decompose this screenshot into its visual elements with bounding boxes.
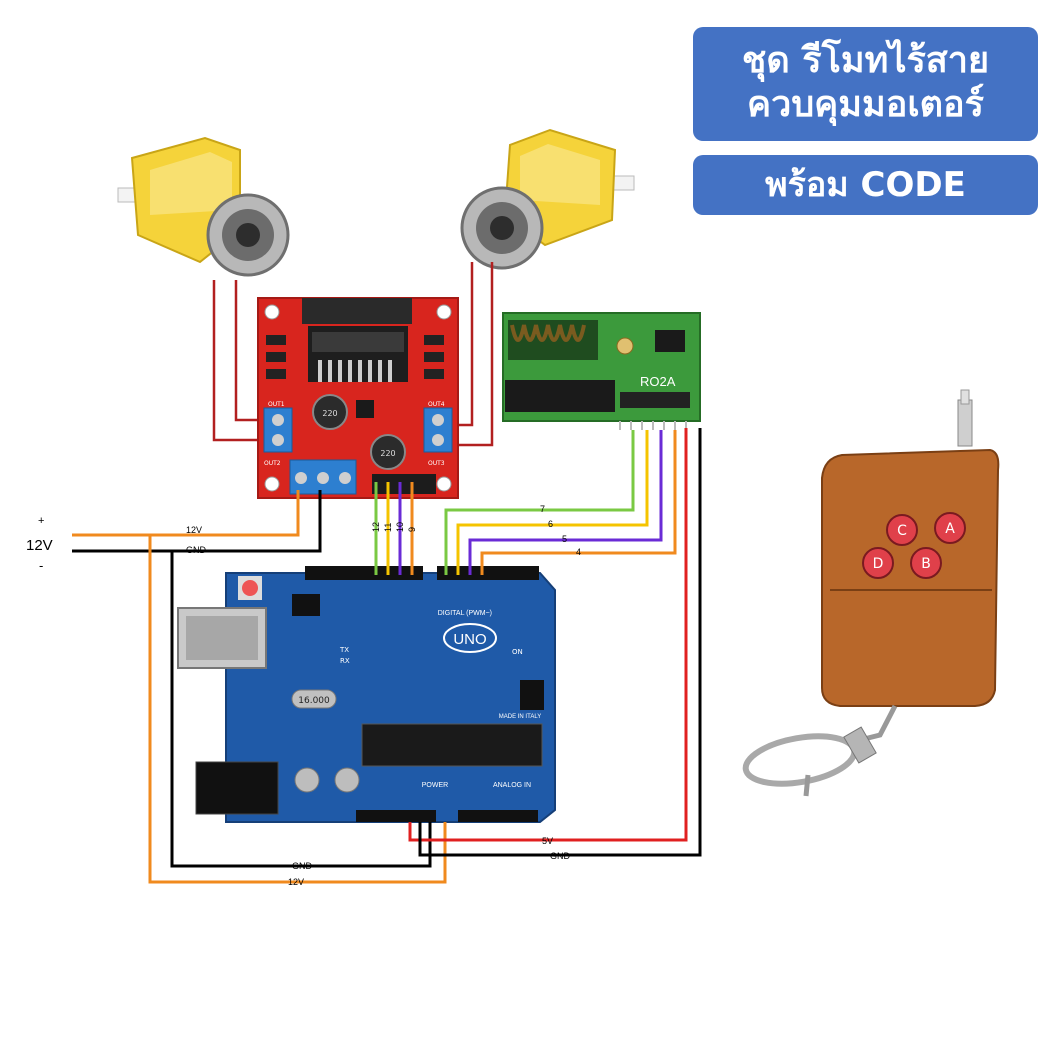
- remote-button-c-label: C: [897, 523, 907, 539]
- rf-receiver-module: RO2A: [502, 312, 701, 430]
- rf-remote-control: A C D B: [742, 389, 1000, 797]
- on-label: ON: [512, 648, 523, 656]
- remote-button-b[interactable]: [910, 547, 942, 579]
- label-pin-9: 9: [407, 527, 417, 532]
- tx-label: TX: [339, 646, 349, 654]
- out2-label: OUT2: [264, 460, 281, 467]
- capacitor-1-label: 220: [322, 409, 337, 418]
- code-banner-text: พร้อม CODE: [765, 165, 966, 205]
- arduino-uno-label: UNO: [453, 631, 486, 648]
- capacitor-2-label: 220: [380, 449, 395, 458]
- right-motor: [460, 128, 635, 270]
- rx-label: RX: [340, 657, 350, 665]
- label-pin-5: 5: [562, 534, 567, 544]
- receiver-signal-wires: [444, 430, 677, 575]
- label-12v-bottom: 12V: [288, 877, 304, 887]
- label-gnd-bottom: GND: [292, 861, 313, 871]
- remote-button-a-label: A: [945, 521, 955, 537]
- title-line-2: ควบคุมมอเตอร์: [747, 84, 984, 125]
- title-banner: ชุด รีโมทไร้สาย ควบคุมมอเตอร์: [693, 27, 1038, 141]
- supply-minus: -: [39, 558, 43, 573]
- power-label: POWER: [422, 782, 448, 789]
- label-5v: 5V: [542, 836, 553, 846]
- l298n-signal-wires: [374, 482, 414, 575]
- receiver-label: RO2A: [640, 374, 676, 389]
- code-banner: พร้อม CODE: [693, 155, 1038, 215]
- made-in-label: MADE IN ITALY: [499, 714, 541, 720]
- arduino-uno-board: 16.000 UNO DIGITAL (PWM~) ANALOG IN POWE…: [177, 566, 556, 823]
- left-motor: [117, 136, 290, 277]
- remote-button-a[interactable]: [934, 512, 966, 544]
- remote-button-d[interactable]: [862, 547, 894, 579]
- supply-voltage: 12V: [26, 537, 53, 554]
- power-wires: [72, 428, 702, 884]
- crystal-label: 16.000: [298, 696, 330, 706]
- title-line-1: ชุด รีโมทไร้สาย: [741, 40, 990, 81]
- supply-label: + 12V -: [26, 515, 53, 573]
- out4-label: OUT4: [428, 401, 445, 408]
- analog-label: ANALOG IN: [493, 782, 531, 789]
- label-pin-12: 12: [371, 522, 381, 532]
- wire-labels: 12V GND 7 6 5 4 12 11 10 9 5V GND GND 12…: [186, 504, 581, 887]
- label-pin-6: 6: [548, 519, 553, 529]
- out1-label: OUT1: [268, 401, 285, 408]
- remote-button-b-label: B: [921, 556, 931, 572]
- label-pin-10: 10: [395, 522, 405, 532]
- label-gnd-top: GND: [186, 545, 207, 555]
- label-pin-7: 7: [540, 504, 545, 514]
- out3-label: OUT3: [428, 460, 445, 467]
- remote-button-c[interactable]: [886, 514, 918, 546]
- label-pin-4: 4: [576, 547, 581, 557]
- digital-label: DIGITAL (PWM~): [438, 610, 492, 617]
- label-gnd-right: GND: [550, 851, 571, 861]
- supply-plus: +: [38, 515, 44, 527]
- l298n-driver-board: 220 220 OUT1 OUT2 OUT3 OUT4: [257, 297, 459, 499]
- label-pin-11: 11: [383, 523, 393, 532]
- label-12v-top: 12V: [186, 525, 202, 535]
- remote-button-d-label: D: [873, 556, 884, 572]
